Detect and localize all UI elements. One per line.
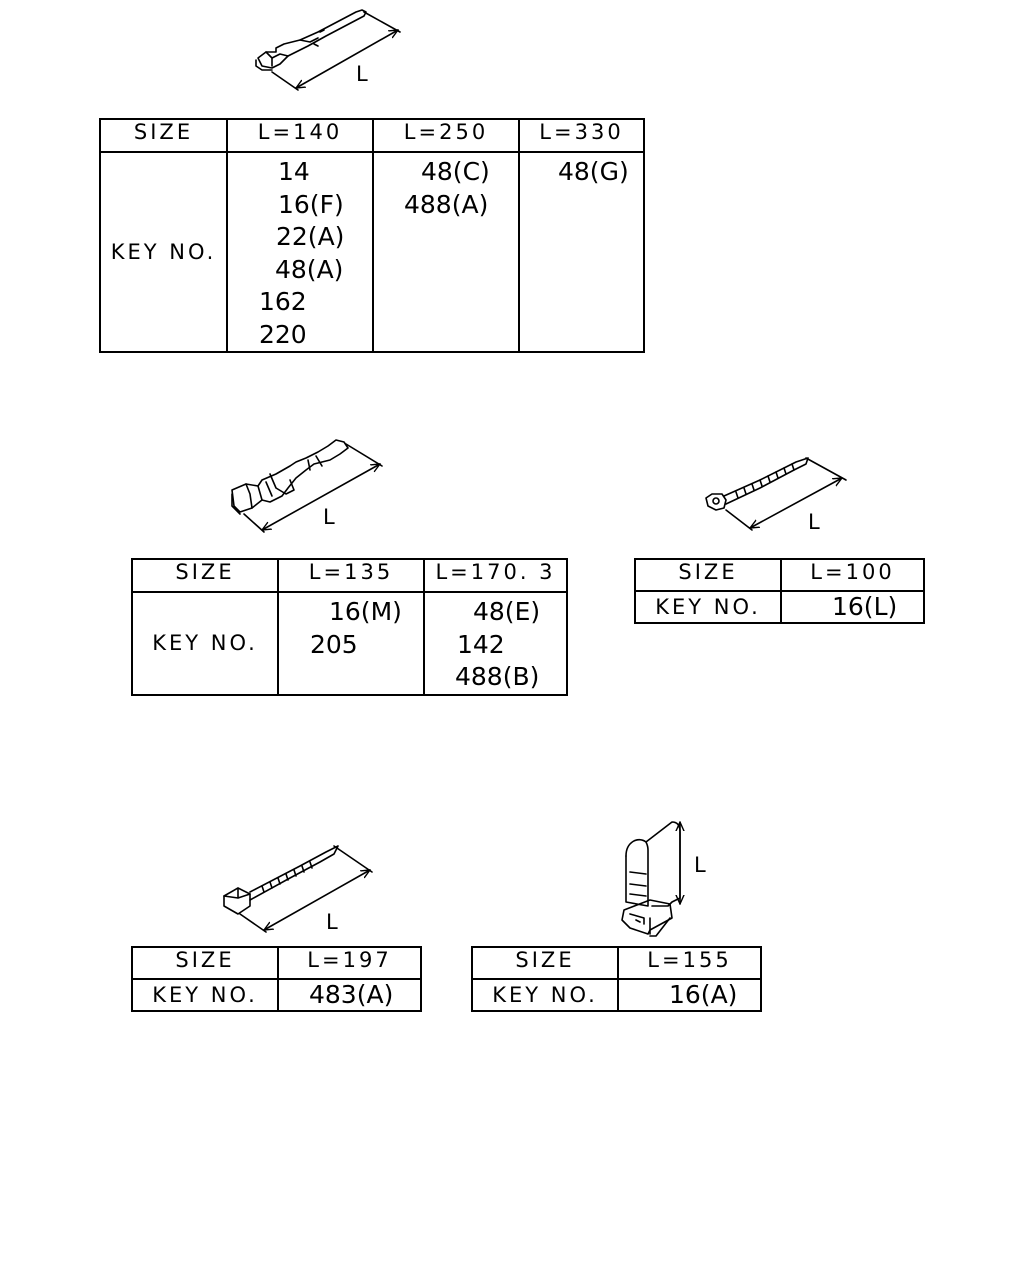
vertical-band-clip-icon: [621, 821, 680, 937]
length-label-4: L: [326, 910, 338, 934]
key-value: 48(A): [275, 254, 344, 284]
band-clip-1-icon: [255, 9, 401, 91]
key-no-label: KEY NO.: [131, 591, 279, 696]
key-value: 488(A): [404, 189, 489, 219]
key-value: 16(M): [329, 597, 402, 626]
band-clip-2-icon: [231, 439, 383, 533]
key-value: 14: [278, 157, 310, 186]
size-table-5: SIZE L=155 KEY NO. 16(A): [471, 946, 762, 1012]
key-no-label: KEY NO.: [99, 151, 228, 353]
key-no-label: KEY NO.: [471, 978, 619, 1012]
length-label-5: L: [694, 853, 706, 877]
cable-tie-large-icon: [223, 845, 373, 933]
key-value: 22(A): [276, 222, 345, 251]
key-value: 483(A): [277, 978, 422, 1012]
length-label-3: L: [808, 510, 820, 534]
key-list: 48(C) 488(A): [372, 151, 520, 353]
length-label-1: L: [356, 62, 368, 86]
size-column-header: L=250: [372, 118, 520, 153]
size-column-header: L=170. 3: [423, 558, 568, 593]
size-header: SIZE: [131, 558, 279, 593]
key-value: 16(F): [278, 189, 344, 219]
size-column-header: L=197: [277, 946, 422, 980]
size-column-header: L=140: [226, 118, 374, 153]
size-column-header: L=100: [780, 558, 925, 592]
key-value: 205: [310, 629, 358, 659]
key-value: 48(C): [421, 157, 490, 186]
size-header: SIZE: [634, 558, 782, 592]
size-table-2: SIZE L=135 L=170. 3 KEY NO. 16(M) 205 48…: [131, 558, 568, 696]
key-value: 16(L): [780, 590, 925, 624]
size-table-1: SIZE L=140 L=250 L=330 KEY NO. 14 16(F) …: [99, 118, 645, 353]
size-header: SIZE: [471, 946, 619, 980]
key-value: 142: [457, 629, 505, 659]
key-value: 48(E): [473, 597, 541, 626]
length-label-2: L: [323, 505, 335, 529]
key-list: 16(M) 205: [277, 591, 425, 696]
key-no-label: KEY NO.: [634, 590, 782, 624]
size-table-4: SIZE L=197 KEY NO. 483(A): [131, 946, 422, 1012]
key-no-label: KEY NO.: [131, 978, 279, 1012]
key-value: 162: [259, 287, 307, 316]
size-column-header: L=330: [518, 118, 645, 153]
cable-tie-small-icon: [705, 457, 847, 531]
key-list: 48(G): [518, 151, 645, 353]
key-value: 48(G): [558, 157, 629, 186]
size-table-3: SIZE L=100 KEY NO. 16(L): [634, 558, 925, 624]
size-column-header: L=135: [277, 558, 425, 593]
size-header: SIZE: [99, 118, 228, 153]
key-value: 220: [259, 319, 307, 349]
key-list: 14 16(F) 22(A) 48(A) 162 220: [226, 151, 374, 353]
key-list: 48(E) 142 488(B): [423, 591, 568, 696]
key-value: 16(A): [617, 978, 762, 1012]
size-column-header: L=155: [617, 946, 762, 980]
key-value: 488(B): [455, 662, 540, 691]
size-header: SIZE: [131, 946, 279, 980]
